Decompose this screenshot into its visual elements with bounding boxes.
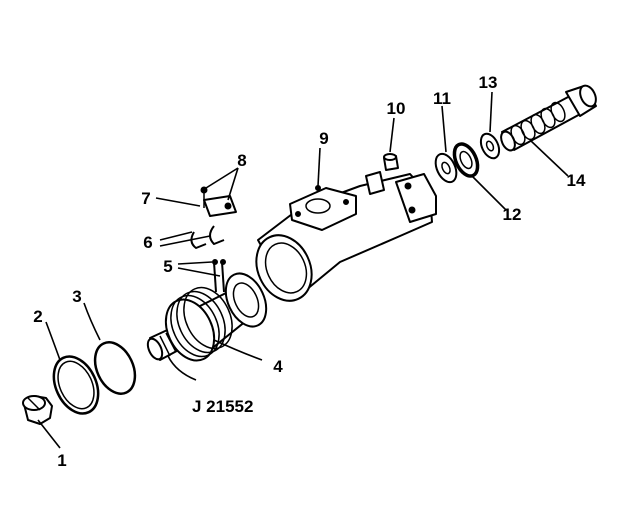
part-3-ring [93,341,137,395]
callout-1: 1 [57,451,66,470]
callout-10: 10 [387,99,406,118]
leader-lines [37,91,569,449]
callout-12: 12 [503,205,522,224]
tool-callout: J 21552 [192,397,253,416]
callout-11: 11 [433,89,451,108]
part-7-8-retainer [200,186,237,217]
callout-3: 3 [72,287,81,306]
part-6-clips [190,225,225,249]
callout-2: 2 [33,307,42,326]
part-9-housing [255,171,437,302]
callout-4: 4 [273,357,283,376]
part-13-washer [479,132,501,160]
callout-labels: 1 2 3 4 5 6 7 8 9 10 11 12 13 14 J 21552 [33,73,586,470]
callout-13: 13 [479,73,498,92]
part-14-shaft [500,84,597,152]
callout-5: 5 [163,257,172,276]
callout-7: 7 [141,189,150,208]
callout-8: 8 [237,151,246,170]
part-1-plug [22,395,53,425]
callout-14: 14 [567,171,586,190]
part-4-piston [146,272,268,362]
part-11-washer [434,152,458,184]
part-2-ring [52,355,100,415]
part-10-plug [383,153,399,171]
callout-9: 9 [319,129,328,148]
part-5-pins [212,259,226,293]
part-12-bearing [452,142,480,178]
callout-6: 6 [143,233,152,252]
